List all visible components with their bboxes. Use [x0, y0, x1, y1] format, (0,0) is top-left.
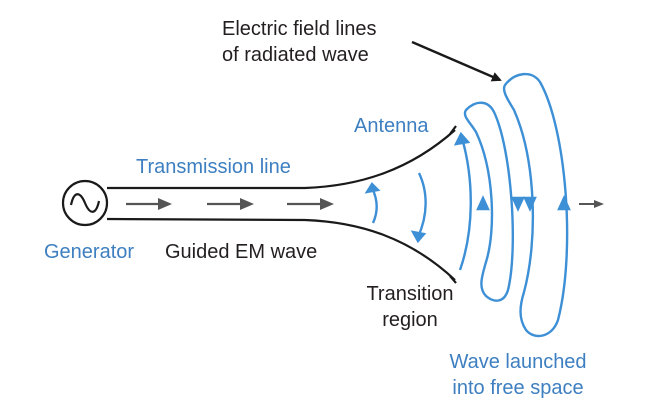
arrowhead-down	[410, 230, 427, 244]
guided-arrow	[207, 198, 254, 210]
antenna-tip-lower	[449, 275, 457, 284]
outer-loop	[502, 72, 569, 338]
arrowhead-inner-down	[511, 196, 525, 212]
label-line: Transition	[366, 283, 454, 305]
antenna-tip-upper	[449, 125, 457, 135]
label-antenna: Antenna	[354, 115, 429, 137]
arrowhead-outer-up	[557, 195, 571, 211]
label-transmission-line: Transmission line	[136, 156, 291, 178]
label-electric-field-lines: Electric field lines of radiated wave	[222, 16, 377, 68]
transition-field-lines	[364, 131, 472, 271]
arrowhead-up	[364, 182, 381, 194]
callout-arrow	[411, 40, 502, 82]
label-line: Electric field lines	[222, 18, 377, 40]
guided-arrow	[126, 198, 172, 210]
label-transition-region: Transition region	[356, 281, 464, 333]
arrowhead-inner-up	[476, 195, 490, 211]
label-line: into free space	[452, 377, 584, 399]
propagation-arrow	[579, 200, 604, 208]
radiated-field-loops	[463, 72, 571, 338]
arrowhead-outer-down	[523, 196, 537, 212]
label-wave-launched: Wave launched into free space	[432, 349, 604, 401]
label-line: region	[382, 309, 438, 331]
generator	[61, 179, 109, 227]
ac-source-sine-icon	[69, 193, 101, 213]
label-line: of radiated wave	[222, 44, 369, 66]
label-line: Wave launched	[449, 351, 587, 373]
inner-loop	[463, 101, 514, 302]
label-generator: Generator	[44, 241, 135, 263]
transmission-line	[106, 125, 457, 284]
guided-arrow	[287, 198, 334, 210]
field-arc-antenna	[458, 137, 472, 271]
generator-circle	[61, 179, 109, 227]
lower-conductor	[106, 217, 456, 281]
field-arc-up	[370, 187, 378, 224]
field-arc-down	[416, 172, 427, 238]
guided-wave-arrows	[126, 198, 334, 210]
arrowhead-antenna	[453, 131, 471, 146]
label-guided-em-wave: Guided EM wave	[165, 241, 318, 263]
upper-conductor	[107, 129, 456, 190]
